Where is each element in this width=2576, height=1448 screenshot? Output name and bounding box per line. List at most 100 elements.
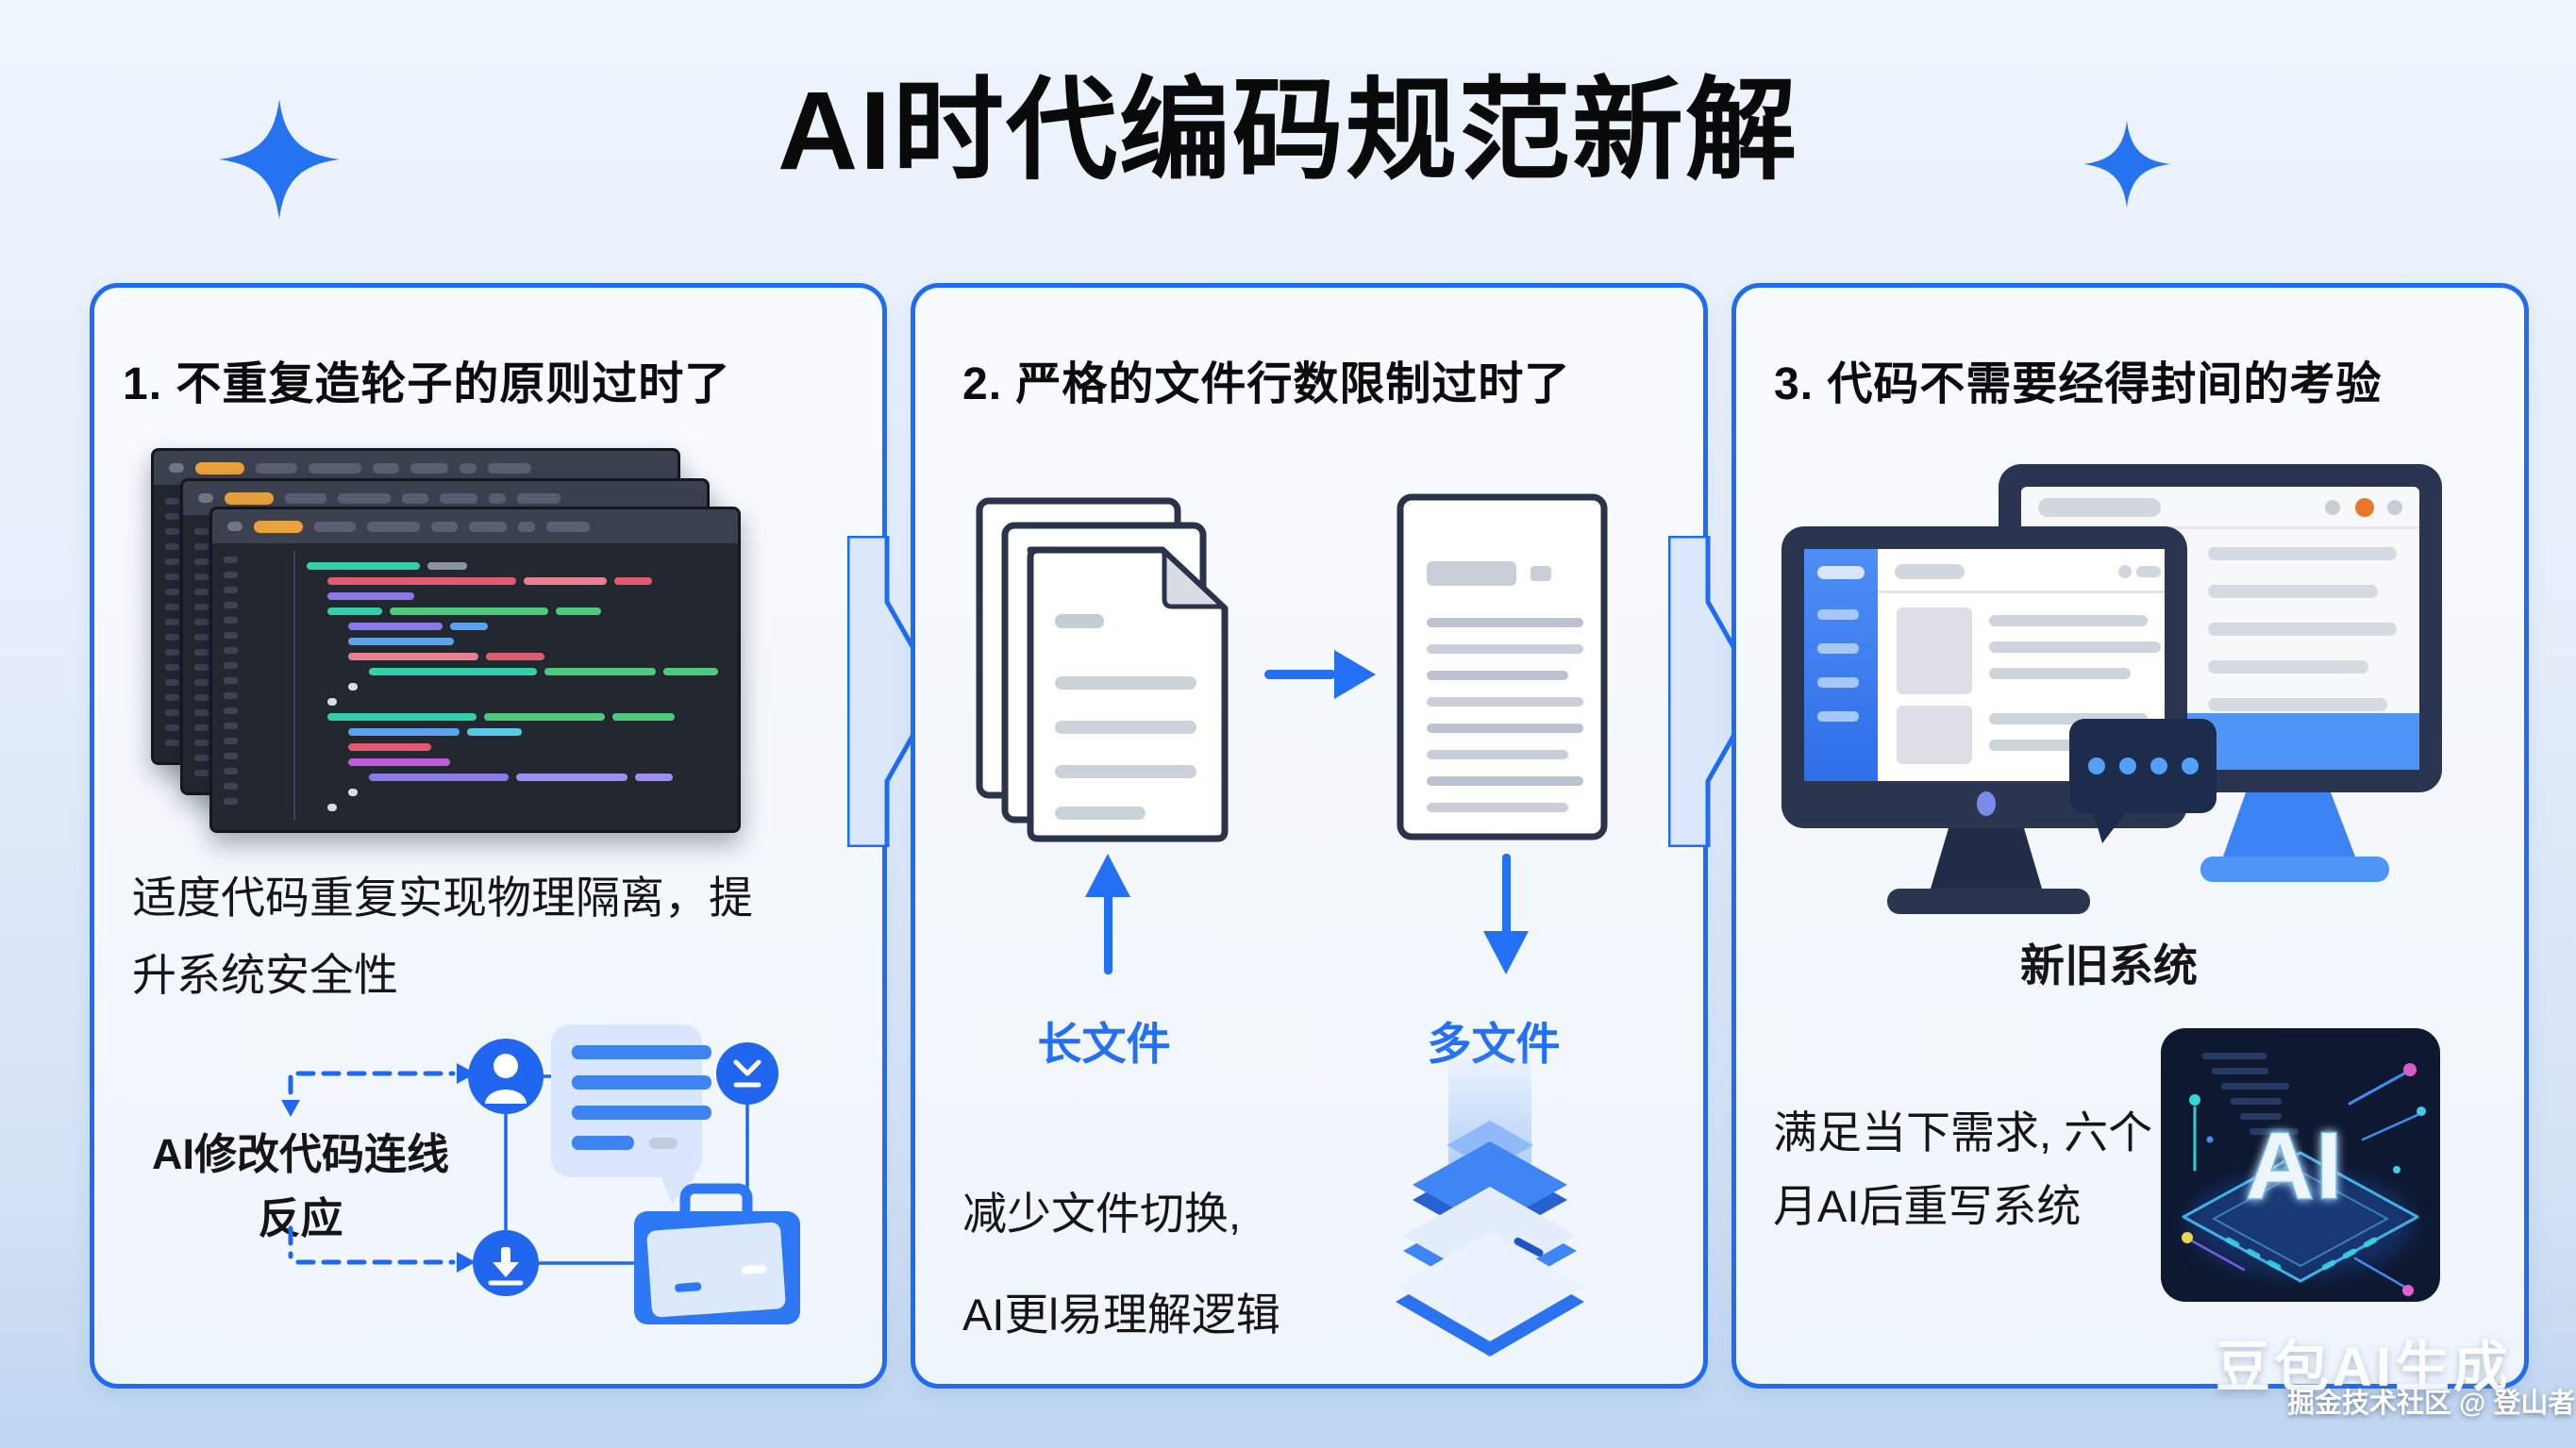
- panel-1: 1. 不重复造轮子的原则过时了 适度代码重复实现物理隔离，提 升系统安全性 AI…: [90, 283, 887, 1389]
- briefcase-icon: [634, 1183, 800, 1324]
- ai-rewire-illustration: [281, 1024, 800, 1324]
- line-number-mark: [165, 513, 179, 520]
- panel-3-heading: 3. 代码不需要经得封间的考验: [1774, 359, 2383, 409]
- documents-illustration: [976, 493, 1608, 842]
- line-number-mark: [224, 557, 238, 563]
- line-number-mark: [194, 740, 209, 746]
- code-line: [307, 709, 728, 724]
- code-token-bar: [524, 577, 607, 585]
- person-icon: [468, 1039, 544, 1114]
- arrow-up-icon: [1085, 854, 1130, 974]
- titlebar-item: [440, 492, 477, 504]
- editor-gutter: [165, 498, 203, 755]
- panel-2: 2. 严格的文件行数限制过时了: [911, 283, 1708, 1389]
- code-token-bar: [348, 683, 358, 691]
- code-token-bar: [327, 577, 516, 585]
- panel-1-caption-line1: AI修改代码连线: [151, 1130, 449, 1178]
- panel-2-body-line1: 减少文件切换,: [962, 1189, 1242, 1239]
- code-token-bar: [348, 653, 478, 660]
- line-number-mark: [194, 558, 209, 565]
- titlebar-item: [489, 492, 506, 504]
- code-lines: [307, 558, 728, 815]
- code-token-bar: [516, 774, 627, 781]
- line-number-mark: [194, 649, 209, 656]
- panel-1-caption-line2: 反应: [258, 1194, 343, 1242]
- line-number-mark: [194, 709, 209, 716]
- line-number-mark: [224, 692, 238, 699]
- line-number-mark: [224, 707, 238, 714]
- code-line: [307, 574, 728, 589]
- code-token-bar: [556, 607, 601, 615]
- line-number-mark: [194, 755, 209, 761]
- orange-dot: [2355, 498, 2374, 517]
- line-number-mark: [165, 528, 179, 535]
- line-number-mark: [224, 768, 238, 774]
- sprout-icon: [716, 1042, 778, 1105]
- code-line: [307, 634, 728, 649]
- line-number-mark: [165, 543, 179, 550]
- code-line: [307, 664, 728, 679]
- line-number-mark: [165, 574, 179, 580]
- line-number-mark: [194, 619, 209, 625]
- code-token-bar: [348, 758, 450, 766]
- line-number-mark: [194, 604, 209, 610]
- code-token-bar: [390, 607, 548, 615]
- line-number-mark: [224, 783, 238, 790]
- code-token-bar: [663, 668, 718, 675]
- code-token-bar: [486, 653, 544, 660]
- titlebar-accent-pill: [254, 520, 303, 533]
- line-number-mark: [165, 709, 179, 716]
- watermark-generator: 豆包AI生成: [2216, 1337, 2513, 1398]
- line-number-mark: [194, 770, 209, 776]
- line-number-mark: [165, 724, 179, 731]
- code-token-bar: [307, 562, 420, 570]
- line-number-mark: [165, 589, 179, 595]
- titlebar-item: [546, 521, 590, 532]
- titlebar-item: [469, 521, 507, 532]
- titlebar-item: [517, 492, 560, 504]
- line-number-mark: [224, 738, 238, 744]
- titlebar-item: [410, 462, 448, 474]
- sparkle-icon: [219, 99, 340, 220]
- monitors-illustration: [1781, 464, 2442, 914]
- line-number-mark: [194, 589, 209, 595]
- code-token-bar: [450, 623, 488, 630]
- code-line: [307, 740, 728, 755]
- code-token-bar: [348, 728, 460, 736]
- long-document: [1397, 493, 1608, 841]
- code-token-bar: [327, 804, 337, 811]
- panel-1-body-line1: 适度代码重复实现物理隔离，提: [132, 873, 753, 923]
- line-number-mark: [194, 574, 209, 580]
- line-number-mark: [194, 679, 209, 686]
- systems-label: 新旧系统: [2020, 940, 2198, 990]
- panel-3-body-line2: 月AI后重写系统: [1773, 1181, 2082, 1231]
- panel-1-body-line2: 升系统安全性: [132, 950, 398, 1000]
- line-number-mark: [194, 724, 209, 731]
- code-line: [307, 800, 728, 815]
- download-icon: [473, 1230, 539, 1296]
- code-token-bar: [348, 743, 431, 751]
- titlebar-accent-pill: [225, 491, 274, 505]
- panel-1-heading: 1. 不重复造轮子的原则过时了: [123, 359, 731, 409]
- code-line: [307, 770, 728, 785]
- line-number-mark: [165, 634, 179, 641]
- code-token-bar: [327, 713, 477, 721]
- line-number-mark: [194, 694, 209, 701]
- code-token-bar: [612, 713, 675, 721]
- line-number-mark: [165, 619, 179, 625]
- code-line: [307, 589, 728, 604]
- chat-bubble-icon: [551, 1024, 711, 1204]
- line-number-mark: [224, 753, 238, 759]
- code-token-bar: [467, 728, 522, 736]
- panel-2-heading: 2. 严格的文件行数限制过时了: [962, 359, 1571, 409]
- code-editor-window-front: [209, 507, 741, 833]
- chat-dots-icon: [2069, 719, 2216, 843]
- code-token-bar: [484, 713, 605, 721]
- titlebar-item: [314, 521, 356, 532]
- line-number-mark: [165, 604, 179, 610]
- code-line: [307, 619, 728, 634]
- label-long-file: 长文件: [1037, 1019, 1171, 1069]
- editor-titlebar: [212, 509, 738, 543]
- line-number-mark: [194, 634, 209, 641]
- titlebar-item: [518, 521, 535, 532]
